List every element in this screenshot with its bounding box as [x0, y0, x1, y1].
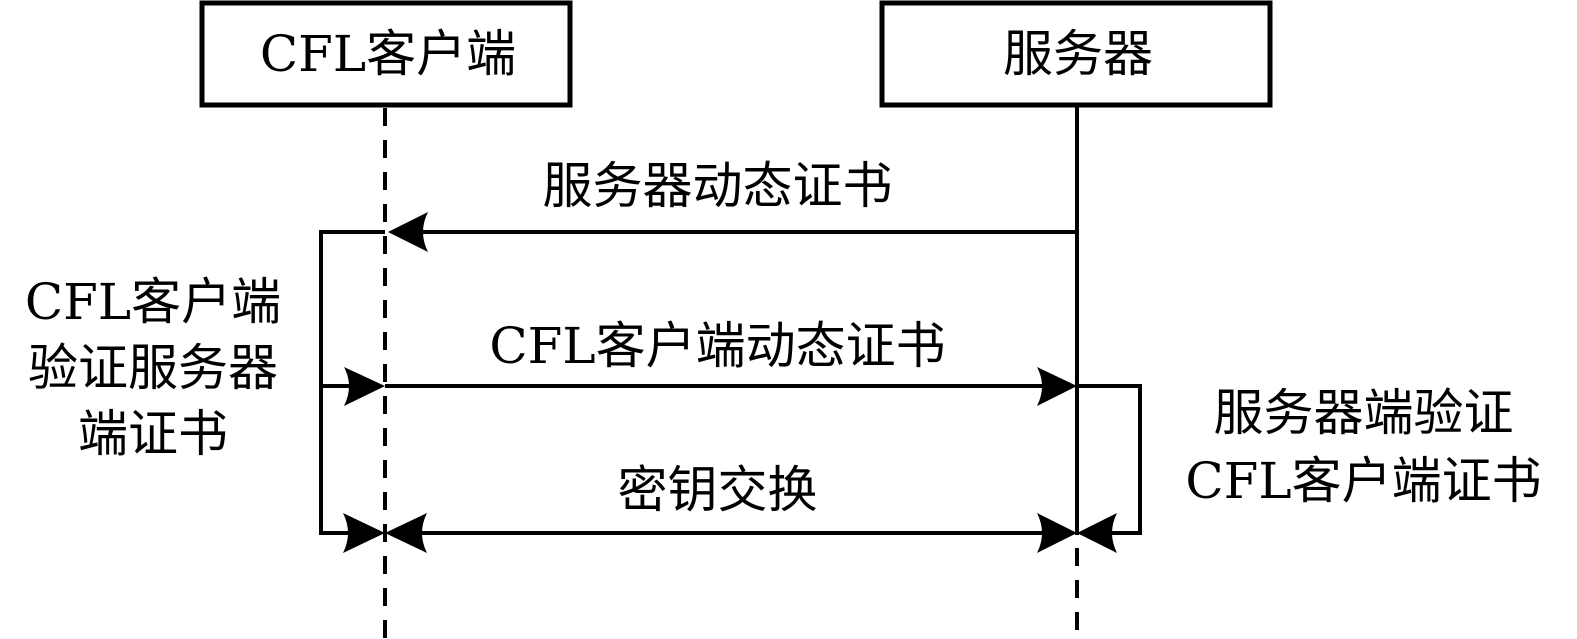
client-verify-note-line: CFL客户端	[24, 273, 282, 331]
server-verify-loop	[1077, 384, 1142, 535]
client-box	[199, 0, 573, 108]
client-verify-note-line: 端证书	[78, 405, 228, 463]
arrowhead-left-icon	[388, 212, 428, 252]
arrowhead-right-icon	[343, 513, 385, 553]
server-verify-note-line: 服务器端验证	[1213, 384, 1514, 442]
message-label-server-cert: 服务器动态证书	[542, 157, 893, 215]
message-label-client-cert: CFL客户端动态证书	[489, 317, 946, 375]
arrowhead-right-icon	[344, 367, 385, 406]
server-verify-note-line: CFL客户端证书	[1185, 452, 1542, 510]
client-verify-loop	[319, 230, 385, 535]
server-verify-note: 服务器端验证 CFL客户端证书	[1150, 383, 1577, 511]
server-box	[879, 0, 1273, 108]
arrowhead-left-icon	[385, 513, 427, 553]
message-label-key-exchange: 密钥交换	[617, 461, 818, 519]
client-participant-label: CFL客户端	[259, 25, 517, 83]
arrowhead-right-icon	[1037, 513, 1077, 553]
client-verify-note-line: 验证服务器	[28, 339, 278, 397]
client-verify-note: CFL客户端 验证服务器 端证书	[0, 272, 306, 464]
arrowhead-right-icon	[1037, 367, 1077, 406]
arrowhead-left-icon	[1077, 513, 1117, 553]
server-participant-label: 服务器	[1003, 25, 1153, 83]
